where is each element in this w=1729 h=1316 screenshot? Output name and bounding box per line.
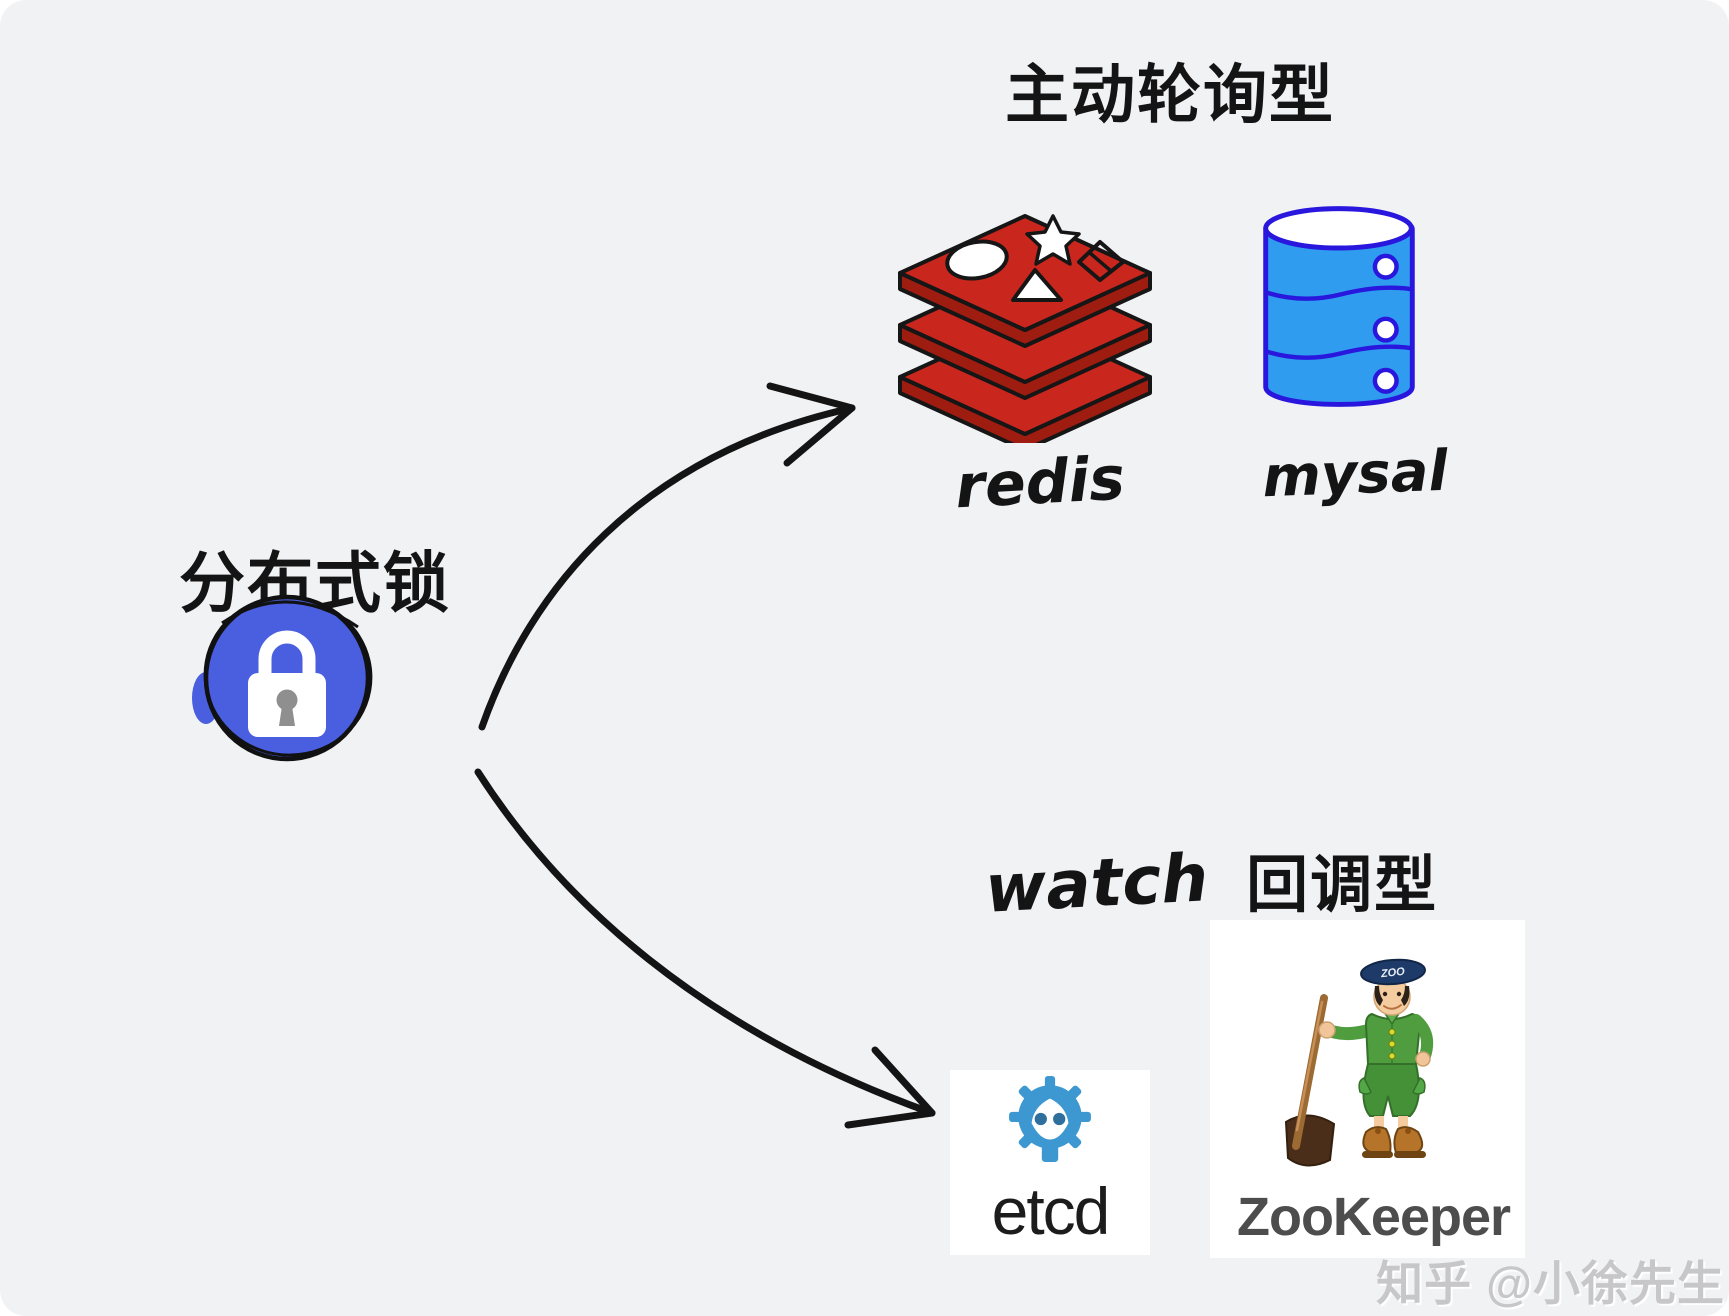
mysql-label: mysal xyxy=(1261,438,1449,511)
redis-icon xyxy=(898,214,1152,443)
redis-top-shapes xyxy=(945,214,1125,302)
callback-label: 回调型 xyxy=(1246,851,1439,920)
polling-group-title: 主动轮询型 xyxy=(1005,59,1335,131)
watch-label: watch xyxy=(983,839,1211,928)
arrow-to-callback-head xyxy=(844,1046,936,1129)
mysql-icon xyxy=(1263,206,1415,407)
arrow-to-callback xyxy=(474,768,936,1117)
callback-group-title: watch 回调型 xyxy=(983,834,1439,928)
arrow-to-polling-head xyxy=(766,382,856,467)
redis-label: redis xyxy=(953,443,1127,523)
etcd-logo-card: etcd xyxy=(950,1070,1150,1255)
padlock-glyph xyxy=(248,630,326,737)
zookeeper-label: ZooKeeper xyxy=(1236,1187,1511,1247)
etcd-gear-icon xyxy=(1009,1076,1091,1162)
zookeeper-cap-text: ZOO xyxy=(1379,966,1405,981)
zookeeper-man-icon: ZOO xyxy=(1284,958,1434,1167)
etcd-label: etcd xyxy=(991,1174,1111,1248)
lock-icon xyxy=(192,594,373,762)
zookeeper-logo-card: ZOO ZooKeeper xyxy=(1210,920,1525,1258)
watermark: 知乎 @小徐先生 xyxy=(1376,1257,1725,1310)
arrow-to-polling xyxy=(478,404,856,731)
